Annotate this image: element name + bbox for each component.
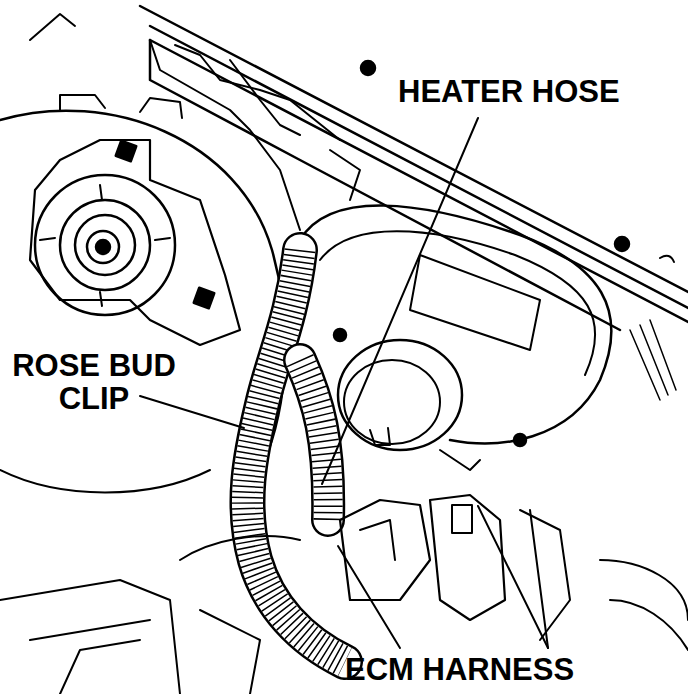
part-label: ROSE BUD CLIP [4, 350, 184, 415]
part-label: HEATER HOSE [398, 76, 648, 109]
part-label: ECM HARNESS [345, 654, 645, 687]
